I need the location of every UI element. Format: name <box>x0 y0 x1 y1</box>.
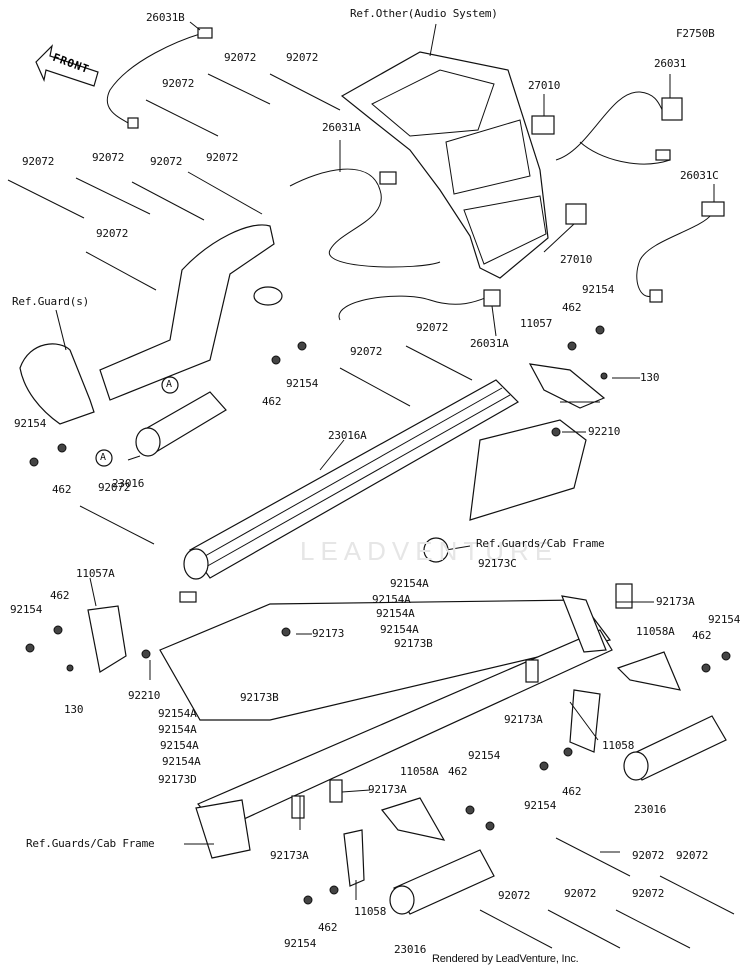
callout-label: 11058A <box>400 765 439 778</box>
light-bar-23016-right <box>389 715 727 915</box>
light-bar-23016-left <box>127 391 227 461</box>
callout-label: 92154A <box>390 577 429 590</box>
callout-label: 92072 <box>150 155 183 168</box>
callout-label: 462 <box>262 395 282 408</box>
front-arrow-icon <box>35 44 99 87</box>
callout-label: A <box>166 379 172 390</box>
callout-label: 92154A <box>160 739 199 752</box>
front-arrow: FRONT <box>36 46 100 84</box>
callout-label: 92072 <box>350 345 383 358</box>
callout-label: 462 <box>448 765 468 778</box>
callout-label: 27010 <box>560 253 593 266</box>
callout-label: 11058 <box>602 739 635 752</box>
callout-label: 92173A <box>270 849 309 862</box>
callout-label: 92173B <box>394 637 433 650</box>
harness-26031b <box>107 27 213 129</box>
callout-label: 462 <box>562 785 582 798</box>
fastener-icons <box>25 325 731 905</box>
callout-label: 92154 <box>468 749 501 762</box>
callout-label: 92072 <box>92 151 125 164</box>
callout-label: 23016A <box>328 429 367 442</box>
callout-label: 92072 <box>22 155 55 168</box>
callout-label: 92072 <box>676 849 709 862</box>
callout-label: 11058A <box>636 625 675 638</box>
callout-label: 92154 <box>286 377 319 390</box>
callout-label: 92154A <box>158 707 197 720</box>
callout-label: 92210 <box>588 425 621 438</box>
callout-label: 92072 <box>206 151 239 164</box>
callout-label: 92154 <box>582 283 615 296</box>
callout-label: 130 <box>64 703 84 716</box>
callout-label: 92072 <box>632 849 665 862</box>
callout-label: 462 <box>562 301 582 314</box>
callout-label: Ref.Other(Audio System) <box>350 7 498 20</box>
callout-label: 92072 <box>162 77 195 90</box>
callout-label: Ref.Guard(s) <box>12 295 90 308</box>
callout-label: 27010 <box>528 79 561 92</box>
callout-label: 92173D <box>158 773 197 786</box>
watermark: LEADVENTURE <box>300 536 558 566</box>
callout-label: 23016 <box>634 803 667 816</box>
callout-label: 92154 <box>284 937 317 950</box>
callout-label: 92154A <box>158 723 197 736</box>
callout-label: 92210 <box>128 689 161 702</box>
callout-label: 92154 <box>10 603 43 616</box>
left-guard <box>19 224 283 425</box>
callout-label: 92154A <box>376 607 415 620</box>
callout-label: 92173A <box>656 595 695 608</box>
callout-label: 92154A <box>380 623 419 636</box>
light-bar-23016a <box>179 379 519 603</box>
callout-label: 92173C <box>478 557 517 570</box>
callout-label: 92072 <box>564 887 597 900</box>
callout-label: Ref.Guards/Cab Frame <box>476 537 605 550</box>
callout-label: 11057 <box>520 317 553 330</box>
callout-label: 92154 <box>524 799 557 812</box>
callout-label: 92154 <box>14 417 47 430</box>
callout-label: 26031 <box>654 57 687 70</box>
callout-label: 26031A <box>322 121 361 134</box>
callout-label: 462 <box>692 629 712 642</box>
audio-panel <box>340 51 587 279</box>
callout-label: 92154A <box>162 755 201 768</box>
callout-label: 462 <box>318 921 338 934</box>
callout-label: 92072 <box>224 51 257 64</box>
callout-label: 26031A <box>470 337 509 350</box>
callout-label: 92072 <box>632 887 665 900</box>
cab-frame <box>159 419 613 859</box>
callout-label: 92154 <box>708 613 741 626</box>
callout-label: 92072 <box>96 227 129 240</box>
callout-label: 92072 <box>98 481 131 494</box>
harness-26031 <box>555 91 683 165</box>
callout-label: 23016 <box>394 943 427 956</box>
callout-label: A <box>100 452 106 463</box>
callout-label: 92173B <box>240 691 279 704</box>
harness-26031c <box>636 201 725 303</box>
view-marker-icons <box>95 376 179 467</box>
callout-label: 92072 <box>498 889 531 902</box>
callout-label: 92072 <box>286 51 319 64</box>
callout-label: 11058 <box>354 905 387 918</box>
callout-label: 462 <box>50 589 70 602</box>
callout-label: 462 <box>52 483 72 496</box>
figure-id: F2750B <box>676 27 715 40</box>
cable-tie-icons <box>7 73 735 949</box>
footer-credit: Rendered by LeadVenture, Inc. <box>432 953 579 965</box>
callout-label: 92173 <box>312 627 345 640</box>
brackets <box>87 363 681 887</box>
callout-label: 92173A <box>368 783 407 796</box>
callout-label: 92154A <box>372 593 411 606</box>
leader-lines <box>55 21 715 900</box>
front-label: FRONT <box>50 50 92 77</box>
harness-26031a <box>289 168 501 321</box>
callout-label: Ref.Guards/Cab Frame <box>26 837 155 850</box>
callout-label: 23016 <box>112 477 145 490</box>
callout-label: 92072 <box>416 321 449 334</box>
callout-label: 92173A <box>504 713 543 726</box>
callout-label: 11057A <box>76 567 115 580</box>
callout-label: 26031B <box>146 11 185 24</box>
callout-label: 26031C <box>680 169 719 182</box>
callout-label: 130 <box>640 371 660 384</box>
